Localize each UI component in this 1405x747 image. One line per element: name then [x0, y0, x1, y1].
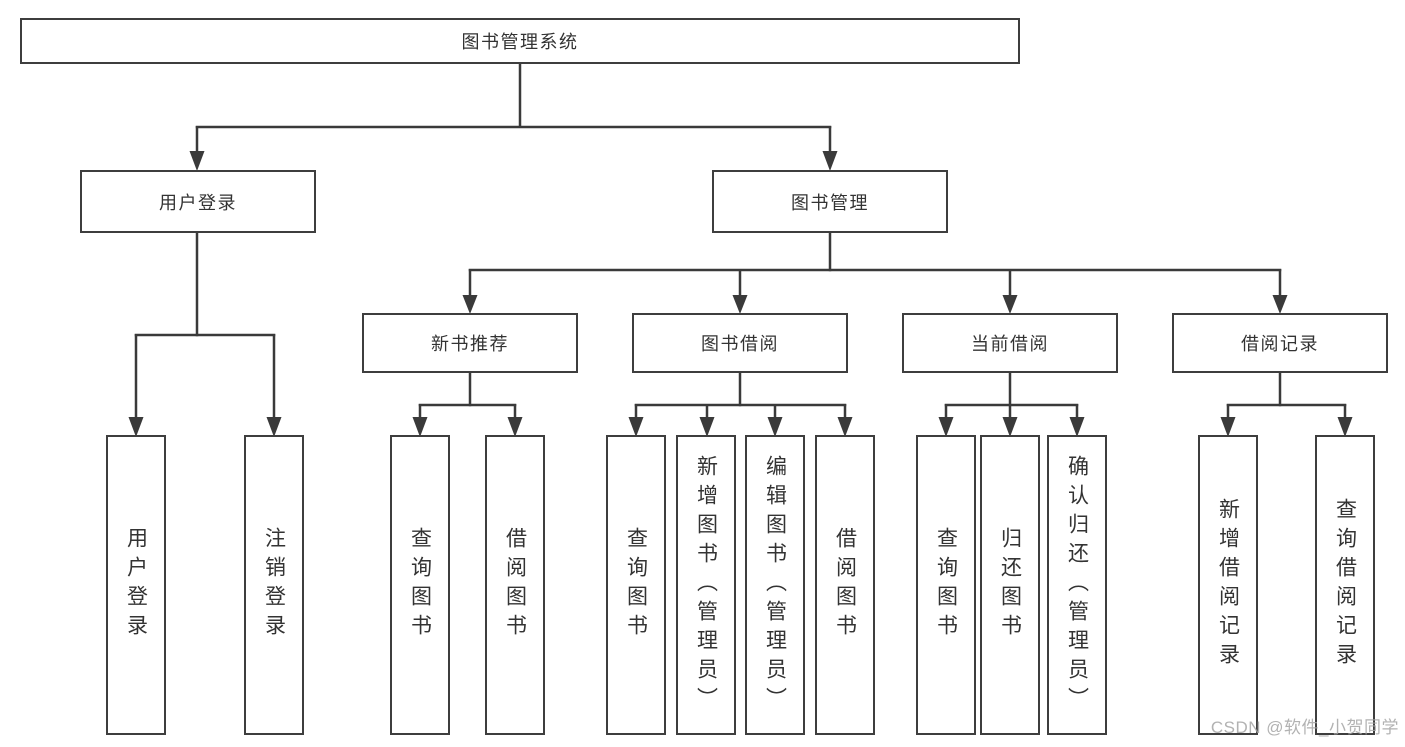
node-label: 用户登录	[159, 192, 237, 213]
node-label: 借阅图书	[833, 527, 857, 643]
node-label: 查询图书	[624, 527, 648, 643]
leaf-confirm-return-admin: 确认归还（管理员）	[1047, 435, 1107, 735]
leaf-return-book: 归还图书	[980, 435, 1040, 735]
node-user-login-group: 用户登录	[80, 170, 316, 233]
leaf-query-books-current: 查询图书	[916, 435, 976, 735]
node-label: 归还图书	[998, 527, 1022, 643]
leaf-edit-book-admin: 编辑图书（管理员）	[745, 435, 805, 735]
node-borrowing-records: 借阅记录	[1172, 313, 1388, 373]
node-label: 借阅记录	[1241, 334, 1319, 354]
node-label: 查询图书	[934, 527, 958, 643]
leaf-borrow-books-borrowing: 借阅图书	[815, 435, 875, 735]
leaf-add-borrow-record: 新增借阅记录	[1198, 435, 1258, 735]
leaf-add-book-admin: 新增图书（管理员）	[676, 435, 736, 735]
node-label: 新增借阅记录	[1216, 498, 1240, 672]
node-label: 图书管理系统	[461, 32, 579, 52]
node-label: 图书借阅	[701, 334, 779, 354]
leaf-query-borrow-record: 查询借阅记录	[1315, 435, 1375, 735]
node-label: 查询借阅记录	[1333, 498, 1357, 672]
leaf-query-books-recommend: 查询图书	[390, 435, 450, 735]
leaf-logout: 注销登录	[244, 435, 304, 735]
node-label: 图书管理	[791, 192, 869, 213]
node-label: 查询图书	[408, 527, 432, 643]
leaf-borrow-books-recommend: 借阅图书	[485, 435, 545, 735]
node-label: 用户登录	[124, 527, 148, 643]
watermark: CSDN @软件_小贺同学	[1210, 718, 1399, 737]
node-label: 注销登录	[262, 527, 286, 643]
node-book-management-group: 图书管理	[712, 170, 948, 233]
node-library-management-system: 图书管理系统	[20, 18, 1020, 64]
node-label: 当前借阅	[971, 334, 1049, 354]
node-label: 编辑图书（管理员）	[763, 454, 787, 716]
node-new-book-recommend: 新书推荐	[362, 313, 578, 373]
node-current-borrowing: 当前借阅	[902, 313, 1118, 373]
leaf-user-login: 用户登录	[106, 435, 166, 735]
node-label: 新增图书（管理员）	[694, 454, 718, 716]
node-label: 新书推荐	[431, 334, 509, 354]
node-book-borrowing: 图书借阅	[632, 313, 848, 373]
arrowheads	[128, 151, 1353, 437]
leaf-query-books-borrowing: 查询图书	[606, 435, 666, 735]
node-label: 借阅图书	[503, 527, 527, 643]
node-label: 确认归还（管理员）	[1065, 454, 1089, 716]
